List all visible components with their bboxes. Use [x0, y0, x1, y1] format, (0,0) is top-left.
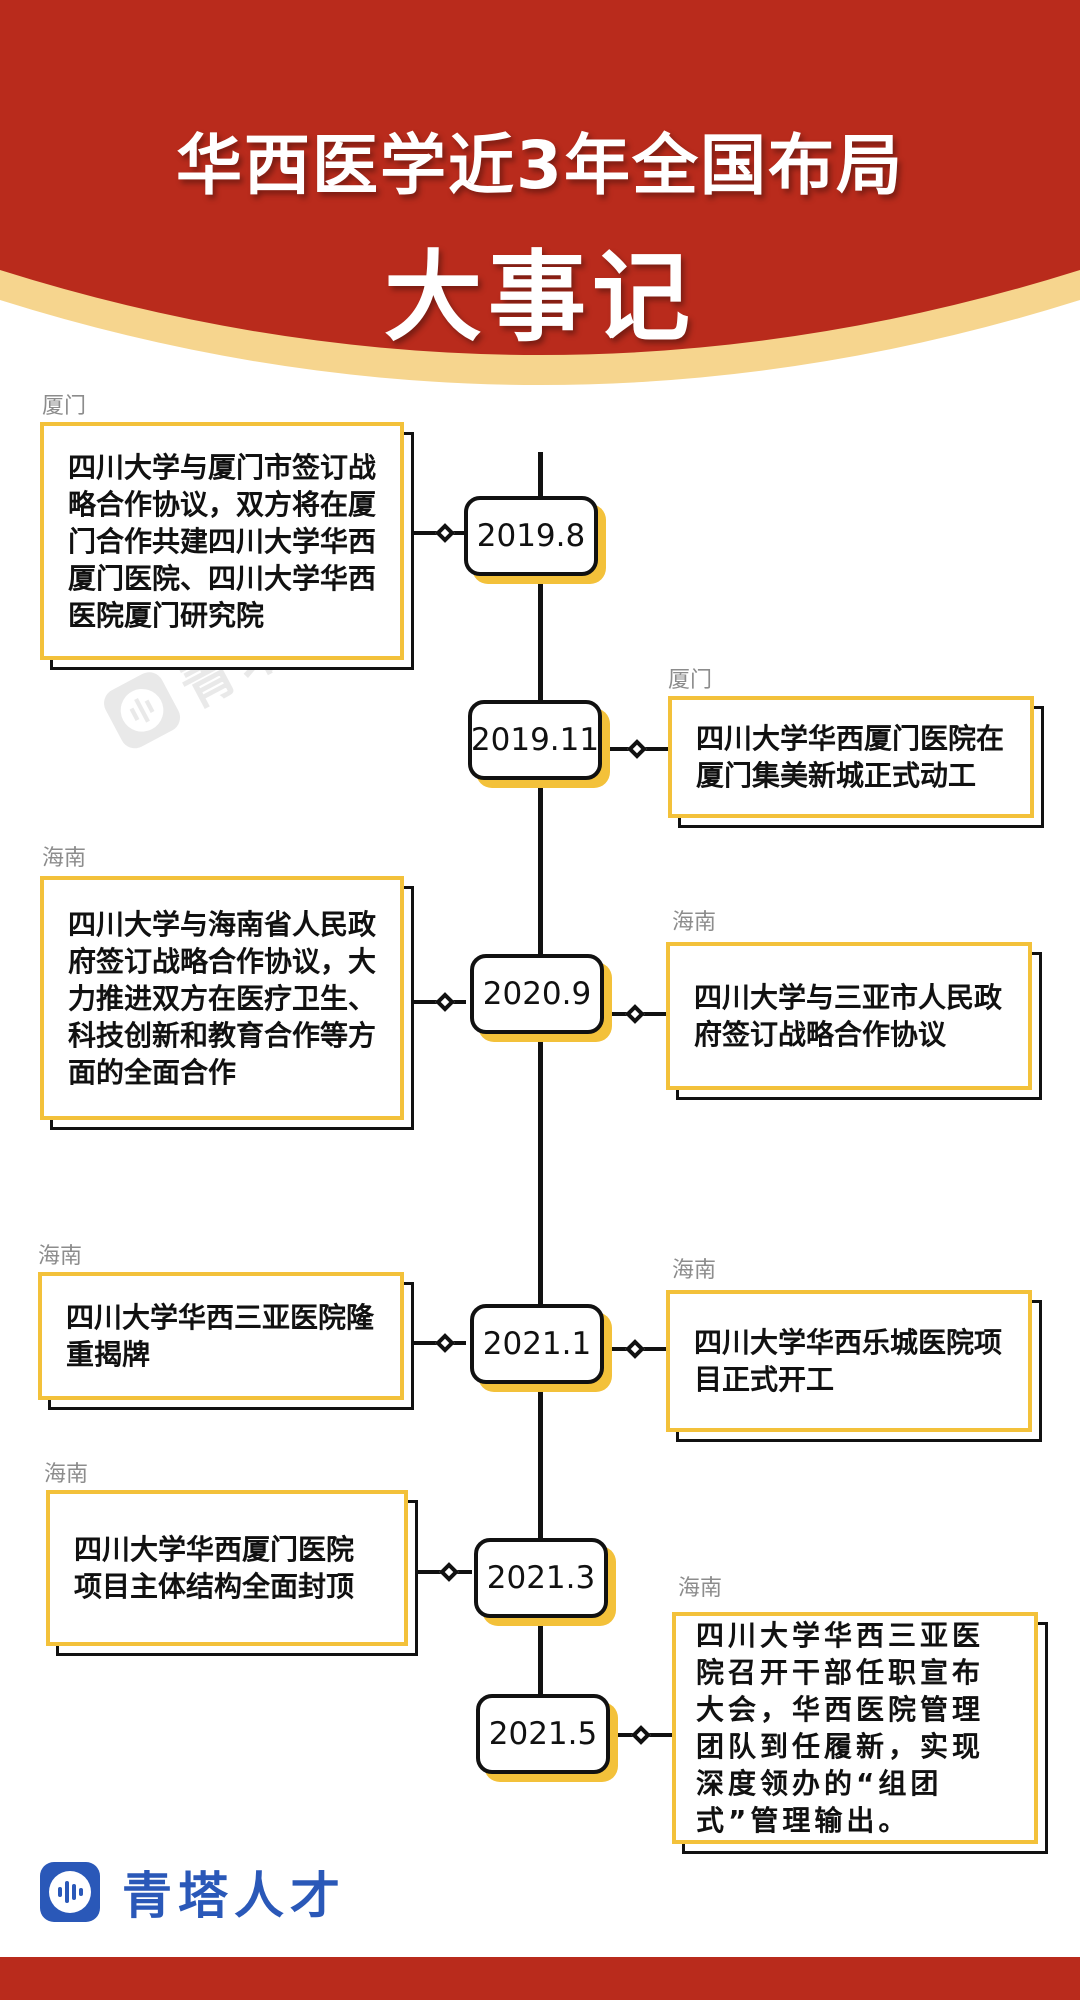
brand-name: 青塔人才	[122, 1867, 346, 1925]
event-region-label: 海南	[44, 1462, 89, 1487]
event-description: 四川大学华西三亚医院隆重揭牌	[66, 1301, 375, 1371]
date-node: 2021.1	[470, 1304, 612, 1392]
connector-diamond-icon	[631, 1725, 651, 1745]
date-label: 2021.5	[476, 1694, 610, 1774]
voice-wave-icon	[40, 1862, 100, 1922]
date-node: 2020.9	[470, 954, 612, 1042]
event-card: 四川大学华西厦门医院项目主体结构全面封顶	[46, 1490, 418, 1656]
page-title: 华西医学近3年全国布局	[176, 127, 904, 204]
header-banner: 华西医学近3年全国布局 大事记	[0, 0, 1080, 420]
date-node: 2019.11	[468, 700, 610, 788]
page-subtitle: 大事记	[383, 241, 696, 355]
date-label: 2021.3	[474, 1538, 608, 1618]
date-node: 2021.3	[474, 1538, 616, 1626]
brand-logo: 青塔人才	[40, 1856, 346, 1928]
event-description: 四川大学与厦门市签订战略合作协议，双方将在厦门合作共建四川大学华西厦门医院、四川…	[68, 450, 377, 632]
footer-bar	[0, 1957, 1080, 2000]
event-region-label: 海南	[672, 910, 717, 935]
date-label: 2019.11	[468, 700, 602, 780]
watermark-logo-icon	[103, 671, 180, 748]
event-description: 四川大学华西厦门医院在厦门集美新城正式动工	[696, 722, 1005, 792]
event-region-label: 厦门	[668, 668, 713, 693]
connector-diamond-icon	[439, 1562, 459, 1582]
event-card: 四川大学华西三亚医院隆重揭牌	[38, 1272, 414, 1410]
date-label: 2020.9	[470, 954, 604, 1034]
header-background	[0, 0, 1080, 385]
event-description: 四川大学华西厦门医院项目主体结构全面封顶	[74, 1533, 355, 1603]
connector-diamond-icon	[435, 1333, 455, 1353]
event-region-label: 海南	[42, 846, 87, 871]
connector-diamond-icon	[435, 523, 455, 543]
event-description: 四川大学华西乐城医院项目正式开工	[694, 1326, 1003, 1396]
event-card: 四川大学与海南省人民政府签订战略合作协议，大力推进双方在医疗卫生、科技创新和教育…	[40, 876, 414, 1130]
connector-diamond-icon	[625, 1339, 645, 1359]
connector-diamond-icon	[627, 739, 647, 759]
event-description: 四川大学与三亚市人民政府签订战略合作协议	[694, 981, 1003, 1051]
date-label: 2021.1	[470, 1304, 604, 1384]
timeline-line	[538, 452, 543, 1752]
date-node: 2019.8	[464, 496, 606, 584]
connector-diamond-icon	[435, 992, 455, 1012]
event-card: 四川大学与厦门市签订战略合作协议，双方将在厦门合作共建四川大学华西厦门医院、四川…	[40, 422, 414, 670]
event-card: 四川大学华西三亚医院召开干部任职宣布大会，华西医院管理团队到任履新，实现深度领办…	[672, 1612, 1048, 1854]
event-description: 四川大学华西三亚医院召开干部任职宣布大会，华西医院管理团队到任履新，实现深度领办…	[696, 1619, 985, 1837]
date-label: 2019.8	[464, 496, 598, 576]
event-card: 四川大学华西乐城医院项目正式开工	[666, 1290, 1042, 1442]
connector-diamond-icon	[625, 1004, 645, 1024]
event-region-label: 海南	[678, 1576, 723, 1601]
event-region-label: 海南	[38, 1244, 83, 1269]
event-description: 四川大学与海南省人民政府签订战略合作协议，大力推进双方在医疗卫生、科技创新和教育…	[68, 907, 377, 1089]
date-node: 2021.5	[476, 1694, 618, 1782]
event-region-label: 厦门	[42, 394, 87, 419]
event-card: 四川大学与三亚市人民政府签订战略合作协议	[666, 942, 1042, 1100]
event-card: 四川大学华西厦门医院在厦门集美新城正式动工	[668, 696, 1044, 828]
event-region-label: 海南	[672, 1258, 717, 1283]
watermark: 青塔人才	[95, 541, 413, 760]
